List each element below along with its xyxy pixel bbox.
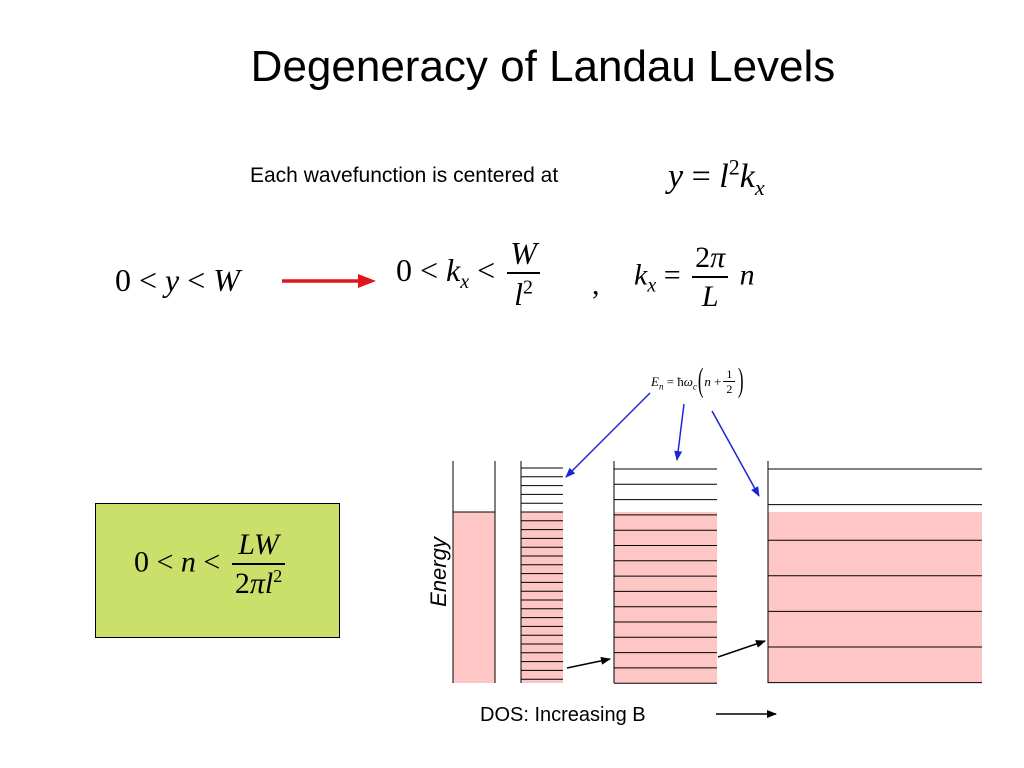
y-range-inequality: 0 < y < W [115, 262, 240, 298]
energy-axis-label: Energy [426, 535, 451, 607]
dos-column-wide [767, 461, 982, 684]
dos-column-medium [613, 461, 717, 684]
center-equation: y = l2kx [668, 154, 765, 200]
page-title: Degeneracy of Landau Levels [250, 42, 836, 91]
filled-region [521, 512, 563, 683]
blue-arrow-wide [711, 410, 760, 497]
degeneracy-box [95, 503, 340, 638]
filled-region [453, 512, 495, 683]
black-arrow-1 [566, 656, 611, 669]
red-arrow [282, 274, 376, 288]
black-arrow-2 [717, 640, 766, 658]
caption-text: Each wavefunction is centered at [250, 164, 559, 187]
blue-arrow-dense [565, 392, 651, 478]
filled-region [768, 512, 982, 683]
dos-column-dense [520, 461, 563, 683]
filled-region [614, 512, 717, 683]
dos-column-continuous [452, 461, 496, 683]
blue-arrow-medium [674, 403, 685, 461]
comma: , [592, 268, 600, 301]
dos-label: DOS: Increasing B [480, 704, 646, 726]
